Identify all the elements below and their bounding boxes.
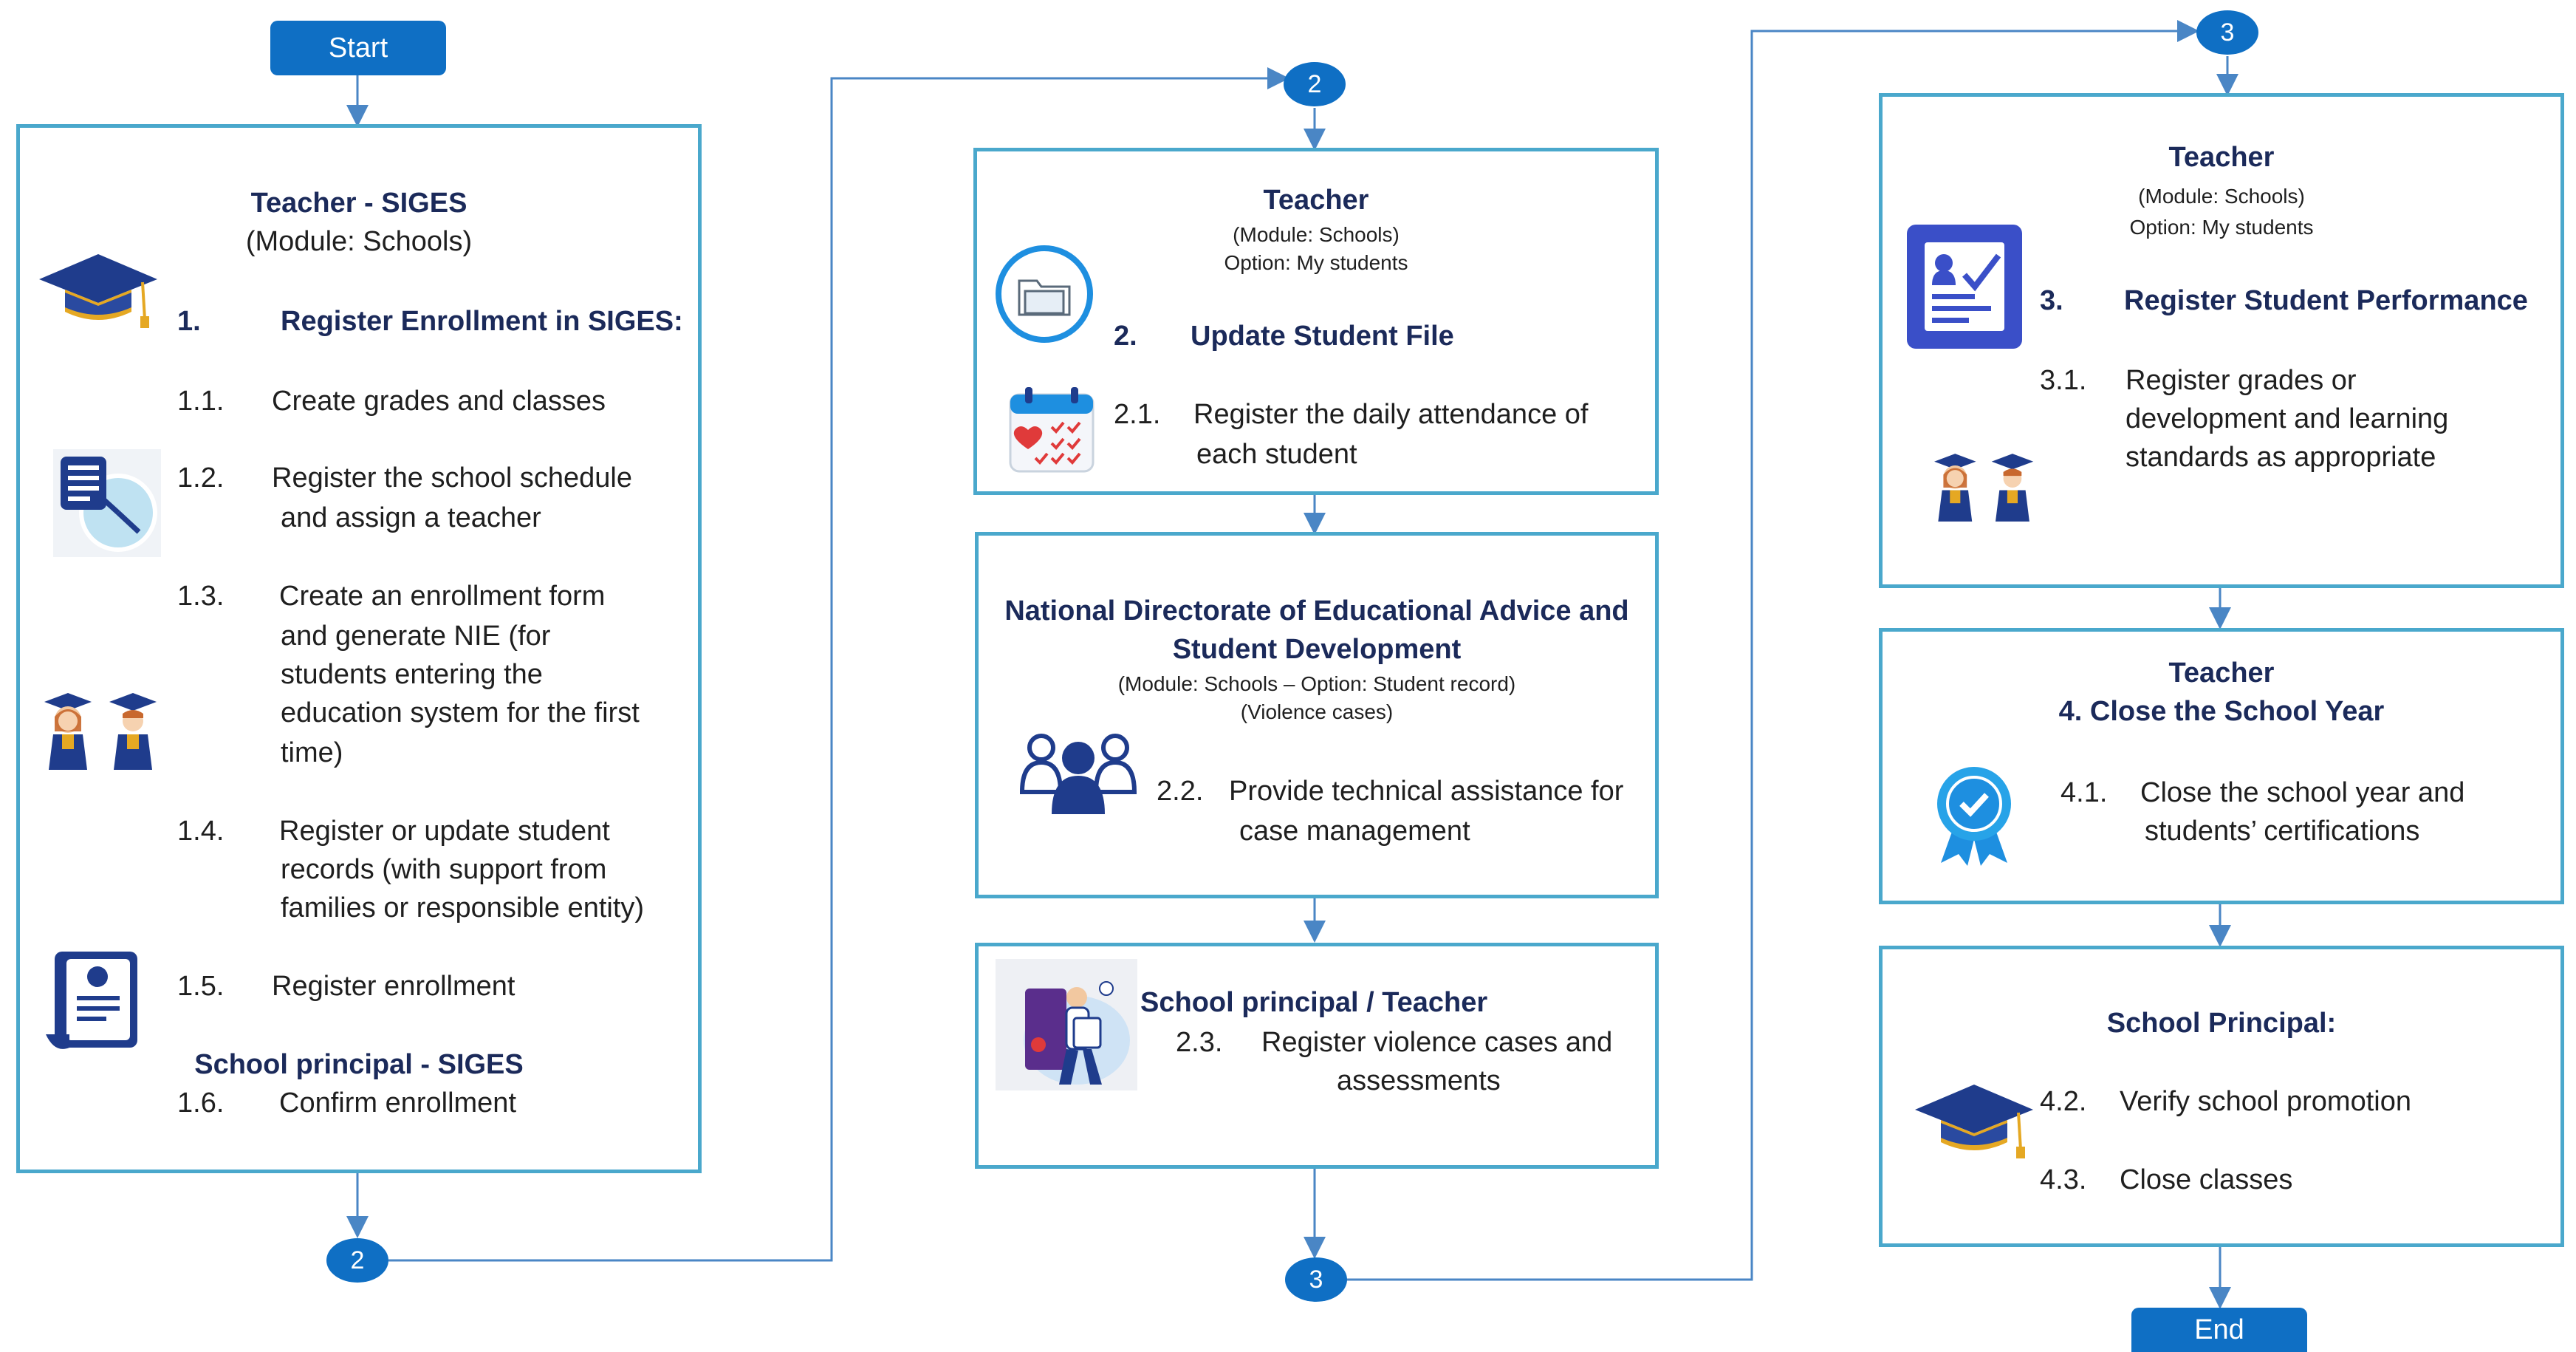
schedule-clock-icon: [53, 449, 161, 557]
performance-report-icon: [1907, 225, 2022, 349]
item-1-1-number: 1.1.: [177, 386, 225, 417]
item-1-4-line-1: Register or update student: [279, 816, 610, 847]
connector-label: 2: [1307, 69, 1322, 98]
item-2-2-line-1: Provide technical assistance for: [1229, 776, 1624, 807]
col2b-title-line-1: National Directorate of Educational Advi…: [1004, 595, 1629, 627]
item-1-3-line-1: Create an enrollment form: [279, 581, 606, 612]
end-label: End: [2194, 1314, 2244, 1345]
item-2-3-number: 2.3.: [1176, 1027, 1223, 1058]
item-3-1-number: 3.1.: [2040, 365, 2087, 396]
item-2-1-line-2: each student: [1196, 439, 1357, 470]
end-terminal: End: [2131, 1308, 2307, 1352]
close-school-year-box: [1879, 628, 2564, 904]
item-1-3-line-5: time): [281, 737, 343, 768]
graduates-icon: [44, 693, 157, 770]
item-4-1-line-2: students’ certifications: [2145, 816, 2420, 847]
col1-module: (Module: Schools): [245, 226, 473, 257]
item-4-1-number: 4.1.: [2061, 777, 2108, 808]
graduates-icon: [1934, 454, 2034, 522]
item-4-2-number: 4.2.: [2040, 1086, 2087, 1117]
item-1-6-text: Confirm enrollment: [279, 1088, 516, 1119]
principal-siges-title: School principal - SIGES: [194, 1049, 524, 1080]
item-1-3-number: 1.3.: [177, 581, 225, 612]
certificate-scroll-icon: [46, 952, 137, 1049]
item-4-3-text: Close classes: [2120, 1164, 2293, 1195]
item-1-3-line-4: education system for the first: [281, 697, 640, 728]
item-2-2-number: 2.2.: [1157, 776, 1204, 807]
item-1-4-number: 1.4.: [177, 816, 225, 847]
item-1-2-line-2: and assign a teacher: [281, 502, 541, 533]
col3b-title: Teacher: [2168, 658, 2275, 689]
item-1-4-line-3: families or responsible entity): [281, 892, 645, 923]
item-4-1-line-1: Close the school year and: [2140, 777, 2465, 808]
col2a-option: Option: My students: [1224, 251, 1408, 274]
item-1-2-number: 1.2.: [177, 462, 225, 494]
col2b-title-line-2: Student Development: [1172, 634, 1462, 665]
start-label: Start: [328, 32, 388, 64]
item-1-4-line-2: records (with support from: [281, 854, 607, 885]
connector-label: 3: [1309, 1265, 1323, 1294]
step3-number: 3.: [2040, 285, 2063, 316]
item-1-3-line-3: students entering the: [281, 659, 543, 690]
col2a-title: Teacher: [1263, 185, 1369, 216]
team-people-icon: [1019, 734, 1137, 814]
step1-label: Register Enrollment in SIGES:: [281, 306, 683, 337]
violence-report-icon: [996, 959, 1137, 1090]
connector-2-in: 2: [1284, 62, 1346, 106]
technical-assistance-box: [975, 532, 1659, 898]
item-2-1-line-1: Register the daily attendance of: [1193, 399, 1589, 430]
connector-label: 3: [2220, 18, 2235, 47]
col1-title: Teacher - SIGES: [250, 188, 467, 219]
col3a-option: Option: My students: [2129, 216, 2314, 239]
item-3-1-line-3: standards as appropriate: [2125, 442, 2436, 473]
col2b-note: (Violence cases): [1240, 700, 1394, 723]
item-2-2-line-2: case management: [1239, 816, 1470, 847]
attendance-calendar-icon: [1009, 387, 1095, 473]
item-2-3-line-1: Register violence cases and: [1261, 1027, 1613, 1058]
start-terminal: Start: [270, 21, 446, 75]
item-2-1-number: 2.1.: [1114, 399, 1161, 430]
connector-3-in: 3: [2196, 10, 2258, 55]
award-ribbon-icon: [1937, 767, 2011, 866]
step3-label: Register Student Performance: [2124, 285, 2528, 316]
item-1-6-number: 1.6.: [177, 1088, 225, 1119]
col3a-module: (Module: Schools): [2138, 185, 2305, 208]
item-3-1-line-2: development and learning: [2125, 403, 2449, 434]
col2a-module: (Module: Schools): [1233, 223, 1400, 246]
folder-icon: [996, 245, 1093, 343]
item-1-5-number: 1.5.: [177, 971, 225, 1002]
col2b-module: (Module: Schools – Option: Student recor…: [1117, 672, 1516, 695]
step4-label: 4. Close the School Year: [2058, 696, 2385, 727]
connector-3-out: 3: [1285, 1257, 1347, 1302]
step1-number: 1.: [177, 306, 201, 337]
item-4-2-text: Verify school promotion: [2120, 1086, 2411, 1117]
col2c-title: School principal / Teacher: [1140, 987, 1488, 1018]
graduation-cap-icon: [39, 254, 157, 328]
item-2-3-line-2: assessments: [1337, 1065, 1501, 1096]
col3c-title: School Principal:: [2106, 1008, 2337, 1039]
step2-label: Update Student File: [1191, 321, 1454, 352]
col3a-title: Teacher: [2168, 142, 2275, 173]
item-1-1-line-1: Create grades and classes: [272, 386, 606, 417]
item-1-5-line-1: Register enrollment: [272, 971, 515, 1002]
item-1-3-line-2: and generate NIE (for: [281, 621, 551, 652]
connector-2-out: 2: [326, 1238, 388, 1283]
graduation-cap-icon: [1915, 1085, 2033, 1158]
connector-label: 2: [350, 1246, 365, 1274]
step2-number: 2.: [1114, 321, 1137, 352]
item-3-1-line-1: Register grades or: [2125, 365, 2357, 396]
item-4-3-number: 4.3.: [2040, 1164, 2087, 1195]
item-1-2-line-1: Register the school schedule: [272, 462, 632, 494]
